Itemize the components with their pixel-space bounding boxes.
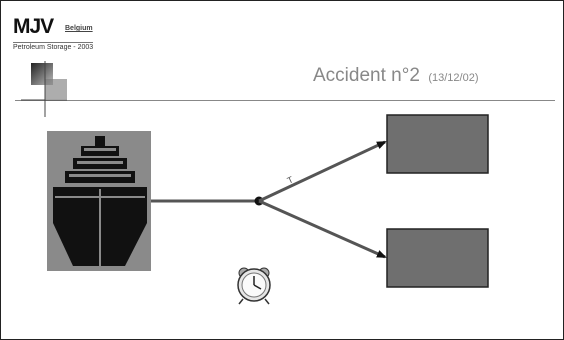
logo-tagline: Petroleum Storage - 2003 (13, 42, 94, 51)
upper-target-box (386, 114, 489, 174)
slide-title: Accident n°2 (13/12/02) (313, 65, 479, 87)
company-logo: MJV Belgium Petroleum Storage - 2003 (13, 15, 173, 55)
title-date-text: (13/12/02) (428, 72, 479, 84)
logo-sub-text: Belgium (65, 25, 93, 32)
ship-icon (47, 131, 151, 271)
upper-branch-arrow (258, 140, 387, 203)
logo-main-text: MJV (13, 15, 54, 38)
clock-icon (237, 267, 271, 305)
title-rule (15, 100, 555, 101)
upper-arrow-label: T (286, 174, 296, 186)
corner-decoration (21, 61, 67, 117)
lower-target-box (386, 228, 489, 288)
lower-branch-arrow (258, 199, 387, 259)
title-main-text: Accident n°2 (313, 65, 420, 86)
